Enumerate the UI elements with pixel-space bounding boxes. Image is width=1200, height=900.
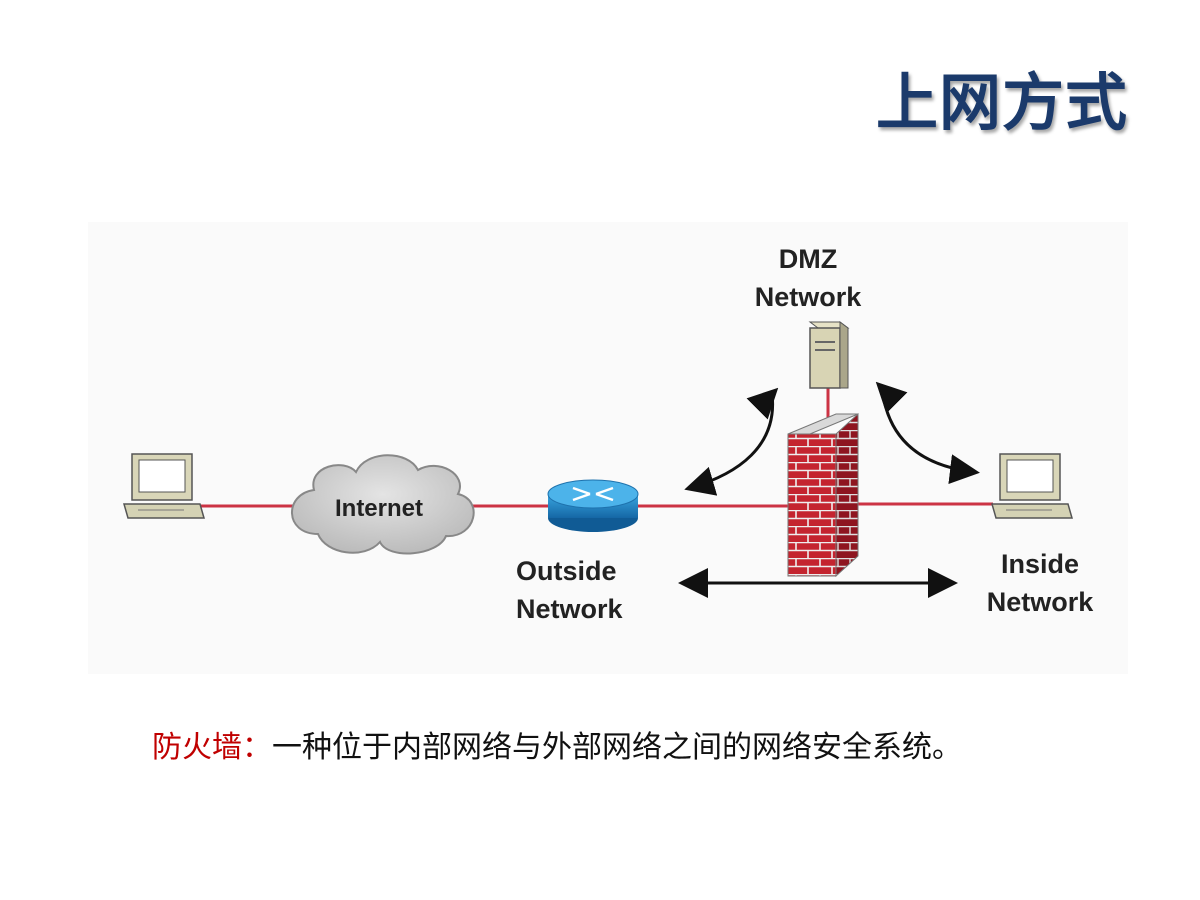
left-computer-icon [123, 453, 205, 519]
firewall-icon [787, 412, 859, 578]
outside-label-line2: Network [516, 594, 623, 624]
firewall-definition: 防火墙：一种位于内部网络与外部网络之间的网络安全系统。 [152, 722, 962, 766]
network-diagram: DMZ Network Internet Outside Network Ins… [88, 222, 1128, 674]
traffic-arrows [678, 381, 980, 598]
dmz-server-icon [808, 321, 850, 389]
internet-label: Internet [334, 495, 423, 522]
inside-label-line2: Network [986, 587, 1094, 617]
firewall-term: 防火墙： [152, 730, 272, 765]
firewall-description: 一种位于内部网络与外部网络之间的网络安全系统。 [272, 730, 962, 765]
page-title: 上网方式 [875, 66, 1128, 139]
internet-cloud-icon [291, 454, 475, 555]
inside-label-line1: Inside [1000, 549, 1080, 579]
outside-network-label: Outside Network [516, 552, 666, 628]
router-icon [547, 479, 639, 532]
dmz-label-line2: Network [754, 282, 862, 312]
inside-network-label: Inside Network [970, 545, 1110, 621]
dmz-network-label: DMZ Network [738, 240, 878, 316]
right-computer-icon [991, 453, 1073, 519]
diagram-canvas [123, 321, 1073, 598]
dmz-label-line1: DMZ [778, 244, 838, 274]
outside-label-line1: Outside [516, 556, 617, 586]
